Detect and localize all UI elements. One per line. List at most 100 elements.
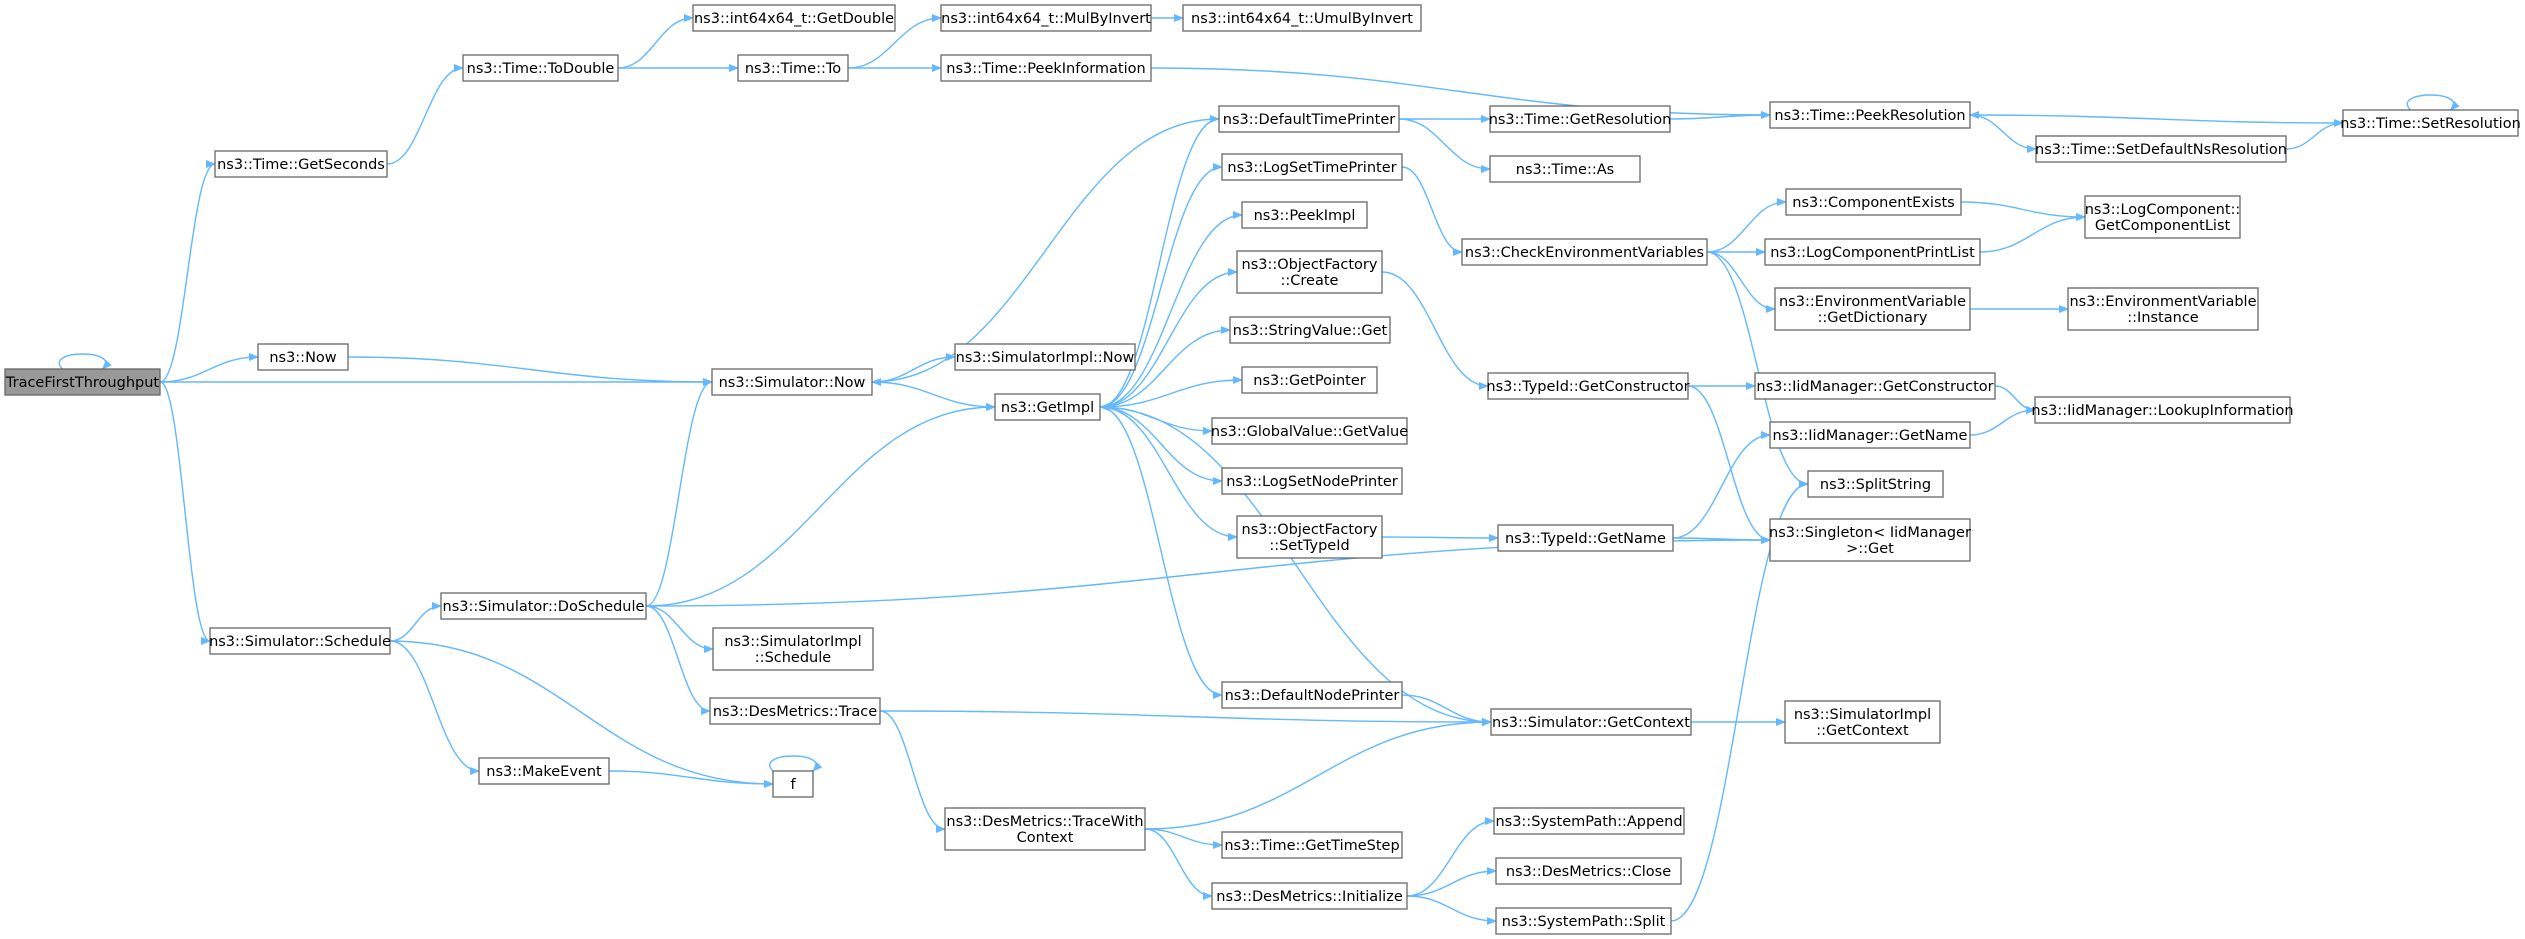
node-make-event[interactable]: ns3::MakeEvent [478,757,610,785]
node-box [1754,372,1996,400]
node-log-set-time-printer[interactable]: ns3::LogSetTimePrinter [1221,153,1403,181]
node-label: ns3::CheckEnvironmentVariables [1465,245,1704,261]
node-label: ns3::SplitString [1820,477,1931,493]
node-label: ns3::Time::As [1516,162,1614,178]
edge-des-metrics-initialize-to-des-metrics-close [1406,867,1497,897]
edge-default-time-printer-to-sim-now [871,118,1220,386]
node-to[interactable]: ns3::Time::To [737,54,849,82]
edge-get-impl-to-default-node-printer [1099,406,1223,699]
node-singleton-get[interactable]: ns3::Singleton< IidManager >::Get [1769,518,1971,562]
node-time-as[interactable]: ns3::Time::As [1489,155,1641,183]
node-iid-mgr-get-constructor[interactable]: ns3::IidManager::GetConstructor [1754,372,1996,400]
node-obj-factory-create[interactable]: ns3::ObjectFactory::Create [1236,250,1383,294]
node-box [478,757,610,785]
node-log-component-get-component-list[interactable]: ns3::LogComponent::GetComponentList [2084,195,2241,239]
node-sim-now[interactable]: ns3::Simulator::Now [711,368,873,396]
node-root[interactable]: TraceFirstThroughput [4,368,161,396]
node-label: ns3::SimulatorImpl [1794,707,1931,723]
node-sim-get-context[interactable]: ns3::Simulator::GetContext [1490,708,1692,736]
node-f[interactable]: f [772,770,814,798]
node-box [692,4,896,32]
node-sim-impl-get-context[interactable]: ns3::SimulatorImpl::GetContext [1784,700,1941,744]
node-get-impl[interactable]: ns3::GetImpl [994,393,1101,421]
node-label: ns3::TypeId::GetConstructor [1486,379,1689,395]
edge-set-resolution-to-peek-resolution [1969,111,2344,124]
node-now[interactable]: ns3::Now [257,343,349,371]
node-env-var-get-dictionary[interactable]: ns3::EnvironmentVariable::GetDictionary [1774,287,1971,331]
edges-layer [58,14,2460,925]
node-label: ::GetDictionary [1818,310,1928,326]
node-box [2084,195,2241,239]
node-peek-resolution[interactable]: ns3::Time::PeekResolution [1769,101,1971,129]
edge-to-to-mul-by-invert [847,14,942,69]
node-box [1241,366,1378,394]
node-box [4,368,161,396]
node-sim-do-schedule[interactable]: ns3::Simulator::DoSchedule [440,592,647,620]
node-box [2342,109,2519,137]
node-component-exists[interactable]: ns3::ComponentExists [1785,188,1962,216]
edge-get-impl-to-string-value-get [1099,326,1231,408]
edge-root-to-now [159,353,259,383]
node-sys-path-split[interactable]: ns3::SystemPath::Split [1495,907,1672,935]
node-string-value-get[interactable]: ns3::StringValue::Get [1229,316,1391,344]
node-global-value-get-value[interactable]: ns3::GlobalValue::GetValue [1211,417,1408,445]
node-label: ::Schedule [755,650,831,666]
node-type-id-get-name[interactable]: ns3::TypeId::GetName [1497,524,1674,552]
edge-get-impl-to-default-time-printer [1099,115,1220,408]
node-default-node-printer[interactable]: ns3::DefaultNodePrinter [1221,681,1403,709]
node-box [1221,467,1403,495]
node-env-var-instance[interactable]: ns3::EnvironmentVariable::Instance [2067,287,2259,331]
node-label: ns3::IidManager::LookupInformation [2031,403,2293,419]
node-type-id-get-constructor[interactable]: ns3::TypeId::GetConstructor [1486,372,1690,400]
edge-des-metrics-trace-with-context-to-get-time-step [1144,828,1223,849]
edge-get-impl-to-peek-impl [1099,211,1243,408]
node-des-metrics-trace[interactable]: ns3::DesMetrics::Trace [709,697,881,725]
edge-f-to-f [769,755,823,772]
node-sim-impl-schedule[interactable]: ns3::SimulatorImpl::Schedule [712,627,874,671]
node-mul-by-invert[interactable]: ns3::int64x64_t::MulByInvert [940,4,1152,32]
edge-sys-path-split-to-split-string [1670,480,1809,922]
node-get-double[interactable]: ns3::int64x64_t::GetDouble [692,4,896,32]
node-box [1497,524,1674,552]
node-sys-path-append[interactable]: ns3::SystemPath::Append [1493,807,1685,835]
edge-log-component-print-list-to-log-component-get-component-list [1979,213,2086,253]
node-log-set-node-printer[interactable]: ns3::LogSetNodePrinter [1221,467,1403,495]
node-iid-mgr-lookup-information[interactable]: ns3::IidManager::LookupInformation [2031,396,2294,424]
node-box [1490,708,1692,736]
node-peek-impl[interactable]: ns3::PeekImpl [1241,201,1368,229]
edge-get-impl-to-get-pointer [1099,376,1243,408]
edge-des-metrics-trace-with-context-to-des-metrics-initialize [1144,828,1213,900]
edge-to-double-to-get-double [617,14,694,69]
node-check-env-vars[interactable]: ns3::CheckEnvironmentVariables [1461,238,1708,266]
edge-sim-get-context-to-get-impl [1099,403,1492,723]
node-set-default-ns-resolution[interactable]: ns3::Time::SetDefaultNsResolution [2035,135,2287,163]
edge-sim-do-schedule-to-des-metrics-trace [645,605,711,715]
node-iid-mgr-get-name[interactable]: ns3::IidManager::GetName [1769,421,1971,449]
node-obj-factory-set-type-id[interactable]: ns3::ObjectFactory::SetTypeId [1236,515,1383,559]
node-label: Context [1017,830,1074,846]
edge-sim-do-schedule-to-get-impl [645,403,996,607]
node-label: ns3::GlobalValue::GetValue [1211,424,1408,440]
node-sim-impl-now[interactable]: ns3::SimulatorImpl::Now [954,343,1136,371]
node-umul-by-invert[interactable]: ns3::int64x64_t::UmulByInvert [1182,4,1422,32]
node-get-pointer[interactable]: ns3::GetPointer [1241,366,1378,394]
node-label: ns3::EnvironmentVariable [1779,294,1966,310]
node-box [940,4,1152,32]
node-to-double[interactable]: ns3::Time::ToDouble [462,54,619,82]
node-set-resolution[interactable]: ns3::Time::SetResolution [2340,109,2521,137]
node-box [772,770,814,798]
node-peek-information[interactable]: ns3::Time::PeekInformation [940,54,1152,82]
edge-des-metrics-trace-to-des-metrics-trace-with-context [879,710,946,833]
node-sim-schedule[interactable]: ns3::Simulator::Schedule [209,627,391,655]
node-box [257,343,349,371]
node-get-seconds[interactable]: ns3::Time::GetSeconds [214,150,388,178]
edge-type-id-get-name-to-iid-mgr-get-name [1672,431,1771,539]
node-log-component-print-list[interactable]: ns3::LogComponentPrintList [1764,238,1981,266]
node-default-time-printer[interactable]: ns3::DefaultTimePrinter [1218,105,1400,133]
node-des-metrics-close[interactable]: ns3::DesMetrics::Close [1495,857,1682,885]
node-split-string[interactable]: ns3::SplitString [1807,470,1944,498]
node-get-resolution[interactable]: ns3::Time::GetResolution [1489,105,1672,133]
node-des-metrics-initialize[interactable]: ns3::DesMetrics::Initialize [1211,882,1408,910]
node-get-time-step[interactable]: ns3::Time::GetTimeStep [1221,831,1403,859]
